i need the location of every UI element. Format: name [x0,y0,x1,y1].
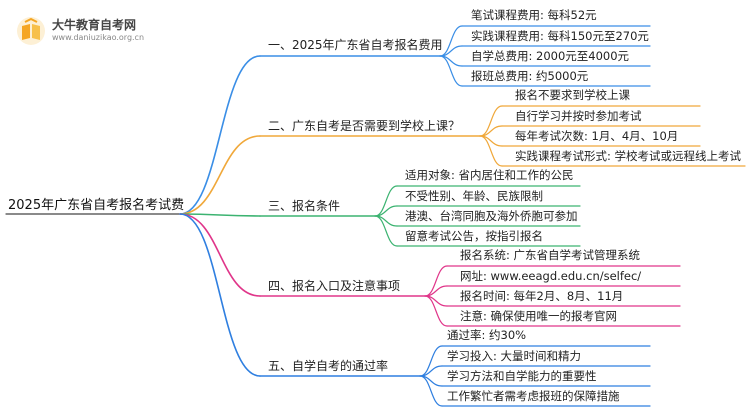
branch-5-label: 五、自学自考的通过率 [268,359,389,373]
logo-title: 大牛教育自考网 [52,18,137,32]
branch-3-leaf-2: 不受性别、年龄、民族限制 [405,189,543,203]
branch-3-connector [179,213,261,217]
branch-2-leaf-4: 实践课程考试形式: 学校考试或远程线上考试 [515,149,742,163]
branch-5-leaf-1: 通过率: 约30% [447,328,527,342]
branch-3-leaf-4-connector [374,215,398,247]
branch-3-leaf-4: 留意考试公告，按指引报名 [405,229,543,243]
branch-4-connector [179,213,261,297]
root-topic: 2025年广东省自考报名考试费 [8,198,185,213]
branch-1-leaf-2: 实践课程费用: 每科150元至270元 [471,29,649,43]
site-logo: 大牛教育自考网 www.daniuzikao.org.cn [16,14,216,50]
branch-5-leaf-4-connector [419,375,443,407]
logo-url: www.daniuzikao.org.cn [52,33,145,42]
branch-3-leaf-1: 适用对象: 省内居住和工作的公民 [405,168,574,182]
branch-2-leaf-1: 报名不要求到学校上课 [515,88,630,102]
branch-1-leaf-4: 报班总费用: 约5000元 [471,69,589,83]
branch-3-label: 三、报名条件 [268,199,341,213]
branch-4-leaf-1: 报名系统: 广东省自学考试管理系统 [460,248,641,262]
branch-4-leaf-2: 网址: www.eeagd.edu.cn/selfec/ [460,269,642,283]
branch-2-leaf-4-connector [479,135,503,167]
branch-4-leaf-3: 报名时间: 每年2月、8月、11月 [460,289,624,303]
branch-1-label: 一、2025年广东省自考报名费用 [268,38,443,52]
branch-1-connector [179,55,261,215]
branch-2-label: 二、广东自考是否需要到学校上课？ [268,119,461,133]
branch-1-leaf-3: 自学总费用: 2000元至4000元 [471,49,630,63]
branch-5-leaf-2: 学习投入: 大量时间和精力 [447,349,582,363]
branch-1-leaf-1: 笔试课程费用: 每科52元 [471,8,597,22]
branch-5-leaf-4: 工作繁忙者需考虑报班的保障措施 [447,389,620,403]
branch-1-leaf-4-connector [439,55,463,87]
book-icon [17,17,45,45]
branch-5-leaf-3: 学习方法和自学能力的重要性 [447,369,597,383]
branch-2-leaf-2: 自行学习并按时参加考试 [515,109,642,123]
branch-4-label: 四、报名入口及注意事项 [268,279,401,293]
branch-3-leaf-3: 港澳、台湾同胞及海外侨胞可参加 [405,209,578,223]
branch-5-connector [179,213,261,377]
branch-4-leaf-4-connector [424,295,448,327]
branch-4-leaf-4: 注意: 确保使用唯一的报考官网 [460,309,618,323]
branch-2-connector [179,135,261,215]
branch-2-leaf-3: 每年考试次数: 1月、4月、10月 [515,129,679,143]
